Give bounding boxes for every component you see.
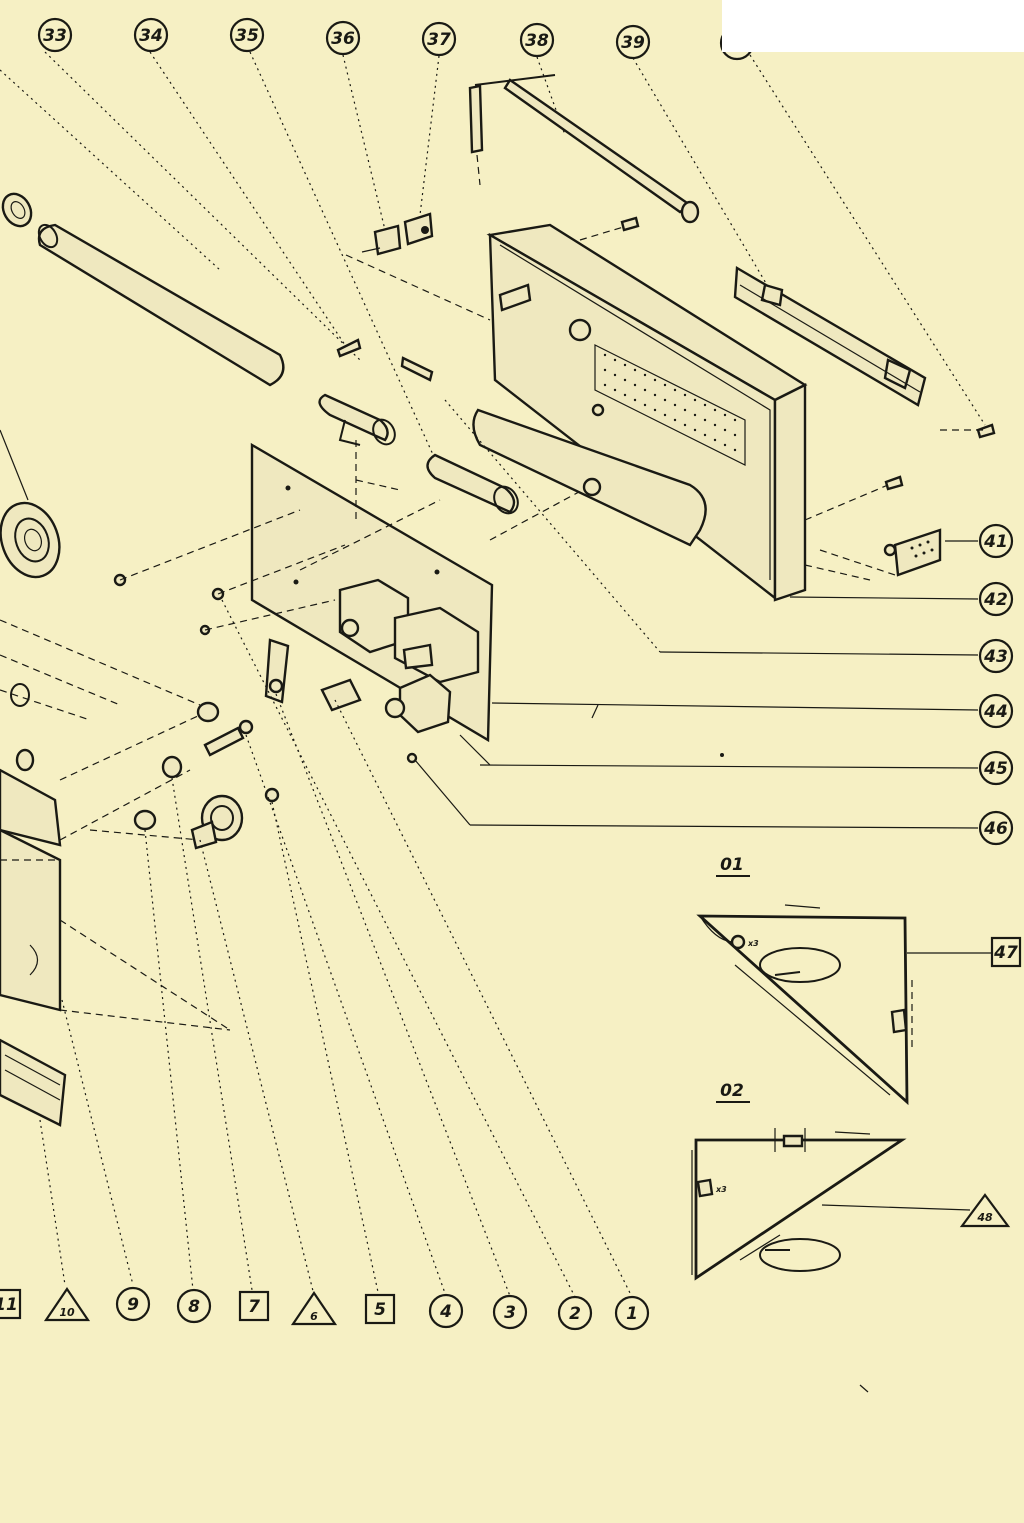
svg-text:41: 41 (983, 532, 1008, 552)
svg-text:11: 11 (0, 1295, 18, 1315)
svg-text:46: 46 (983, 819, 1008, 839)
rear-case-42 (472, 223, 808, 602)
sleeve-35 (426, 453, 519, 515)
scan-corner-blank (722, 0, 1024, 52)
left-dashed-lines (0, 619, 231, 1031)
bracket-41 (883, 528, 942, 577)
callout-9: 9 (115, 1286, 151, 1322)
svg-text:8: 8 (188, 1297, 200, 1317)
wheel-leader (0, 429, 29, 501)
callout-43: 43 (978, 638, 1014, 674)
inset-02: 02 x3 (691, 1081, 971, 1281)
bottom-leader-lines (39, 599, 633, 1298)
right-dashed-lines (804, 429, 985, 581)
center-dashed-lines (119, 224, 631, 631)
callout-48: 48 (959, 1193, 1011, 1228)
callout-34: 34 (133, 17, 169, 53)
circuit-board-44 (250, 442, 494, 743)
svg-text:37: 37 (427, 30, 451, 50)
callout-7: 7 (238, 1290, 270, 1322)
stray-marks (591, 704, 869, 1393)
inset-01: 01 x3 (696, 855, 992, 1106)
bracket-4 (264, 638, 290, 704)
inset-02-title: 02 (720, 1081, 744, 1101)
callout-42: 42 (978, 581, 1014, 617)
svg-text:34: 34 (139, 26, 163, 46)
callout-38: 38 (519, 22, 555, 58)
callout-44: 44 (978, 693, 1014, 729)
right-leader-lines (414, 399, 979, 829)
svg-text:9: 9 (127, 1295, 139, 1315)
clip-36 (361, 224, 402, 256)
left-housing-fragment (0, 683, 67, 1127)
inset-02-x3: x3 (715, 1185, 727, 1194)
callout-3: 3 (492, 1294, 528, 1330)
connector-3 (320, 678, 362, 712)
screw-34 (336, 338, 362, 358)
callout-36: 36 (325, 20, 361, 56)
svg-text:10: 10 (59, 1306, 75, 1319)
svg-text:6: 6 (310, 1310, 318, 1323)
antenna-38 (468, 74, 700, 224)
inset-01-title: 01 (720, 855, 744, 875)
callout-10: 10 (43, 1287, 91, 1322)
callout-8: 8 (176, 1288, 212, 1324)
callout-46: 46 (978, 810, 1014, 846)
inset-01-x3: x3 (747, 939, 759, 948)
callout-45: 45 (978, 750, 1014, 786)
callout-2: 2 (557, 1295, 593, 1331)
svg-text:39: 39 (621, 33, 645, 53)
callout-33: 33 (37, 17, 73, 53)
capacitor-part (318, 393, 396, 446)
svg-text:35: 35 (235, 26, 259, 46)
left-roller-ring (1, 192, 33, 228)
callout-41: 41 (978, 523, 1014, 559)
callout-4: 4 (428, 1293, 464, 1329)
callout-11: 11 (0, 1288, 22, 1320)
svg-text:44: 44 (983, 702, 1008, 722)
svg-text:33: 33 (43, 26, 67, 46)
callout-39: 39 (615, 24, 651, 60)
callout-37: 37 (421, 21, 457, 57)
callout-6: 6 (290, 1291, 338, 1326)
svg-text:48: 48 (976, 1211, 993, 1224)
svg-text:43: 43 (983, 647, 1008, 667)
svg-text:45: 45 (983, 759, 1008, 779)
callout-5: 5 (364, 1293, 396, 1325)
svg-text:2: 2 (569, 1304, 581, 1324)
small-hardware (113, 573, 418, 850)
tab-part (400, 356, 434, 382)
svg-text:5: 5 (374, 1300, 386, 1320)
svg-text:1: 1 (626, 1304, 638, 1324)
svg-text:42: 42 (983, 590, 1008, 610)
top-leader-lines (0, 51, 986, 471)
left-wheel (0, 501, 61, 579)
callout-1: 1 (614, 1295, 650, 1331)
screws-right (620, 216, 996, 491)
svg-text:7: 7 (248, 1297, 260, 1317)
callout-35: 35 (229, 17, 265, 53)
slider-39 (733, 265, 927, 407)
switch-37 (403, 212, 434, 246)
svg-text:38: 38 (525, 31, 549, 51)
callout-47: 47 (990, 936, 1022, 968)
svg-text:47: 47 (993, 943, 1018, 963)
grille-dots (603, 353, 737, 452)
svg-text:3: 3 (504, 1303, 516, 1323)
long-rod (37, 223, 285, 387)
svg-text:4: 4 (439, 1302, 452, 1322)
svg-text:36: 36 (331, 29, 355, 49)
